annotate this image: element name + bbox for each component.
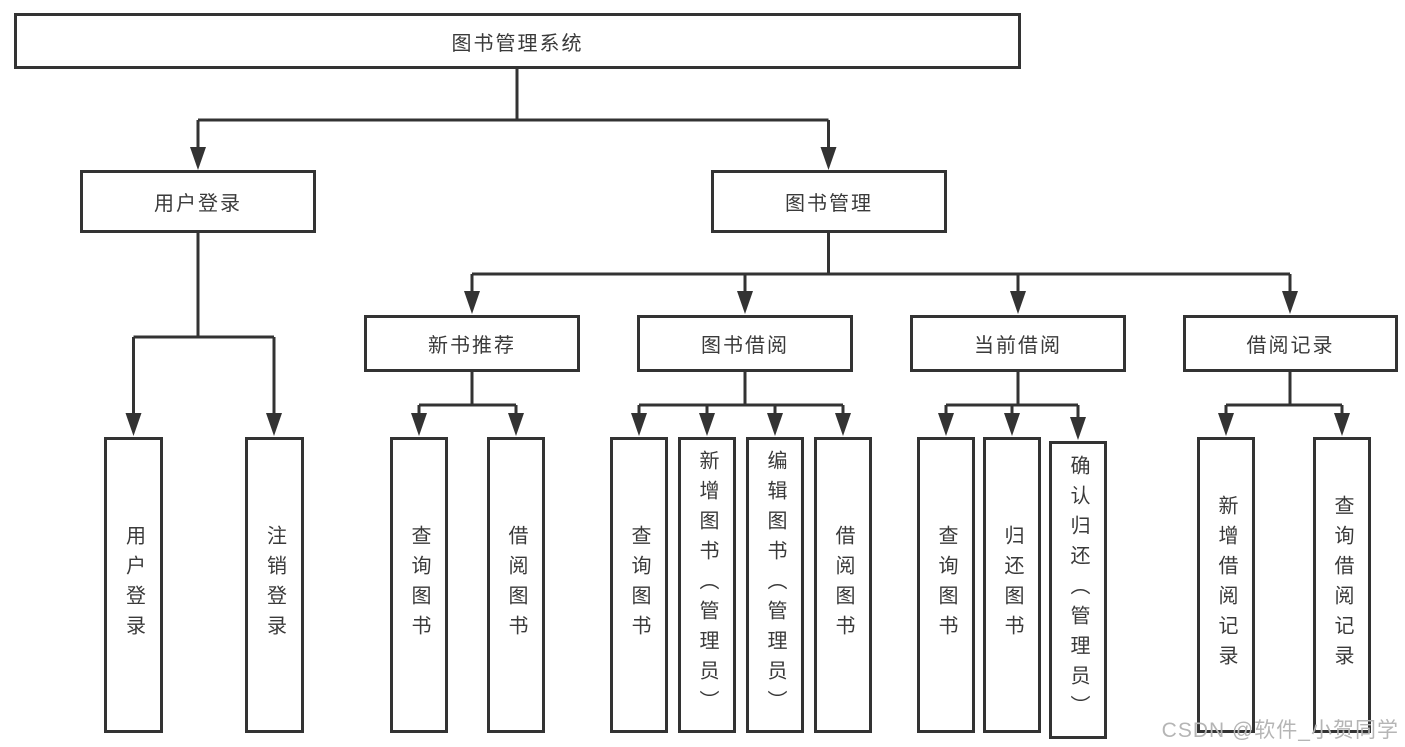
node-book-borrow: 图书借阅	[637, 315, 853, 372]
node-user-login: 用户登录	[80, 170, 316, 233]
leaf-query-books-recommend-label: 查询图书	[408, 525, 430, 645]
leaf-return-book-label: 归还图书	[1001, 525, 1023, 645]
node-current-borrow: 当前借阅	[910, 315, 1126, 372]
leaf-query-books-recommend: 查询图书	[390, 437, 448, 733]
node-book-mgmt: 图书管理	[711, 170, 947, 233]
leaf-borrow-books-recommend: 借阅图书	[487, 437, 545, 733]
leaf-query-borrow-record: 查询借阅记录	[1313, 437, 1371, 733]
node-current-borrow-label: 当前借阅	[974, 335, 1062, 357]
node-user-login-label: 用户登录	[154, 193, 242, 215]
node-borrow-records-label: 借阅记录	[1246, 335, 1335, 357]
leaf-add-borrow-record: 新增借阅记录	[1197, 437, 1255, 733]
leaf-query-books-current: 查询图书	[917, 437, 975, 733]
leaf-add-book-admin: 新增图书（管理员）	[678, 437, 736, 733]
node-book-borrow-label: 图书借阅	[701, 335, 789, 357]
leaf-query-books-borrow-label: 查询图书	[628, 525, 650, 645]
leaf-edit-book-admin: 编辑图书（管理员）	[746, 437, 804, 733]
csdn-watermark: CSDN @软件_小贺同学	[1161, 719, 1399, 742]
leaf-borrow-books-label: 借阅图书	[832, 525, 854, 645]
node-root: 图书管理系统	[14, 13, 1021, 69]
node-borrow-records: 借阅记录	[1183, 315, 1398, 372]
leaf-query-books-current-label: 查询图书	[935, 525, 957, 645]
leaf-user-login-label: 用户登录	[122, 525, 145, 645]
leaf-add-book-admin-label: 新增图书（管理员）	[696, 450, 718, 720]
leaf-confirm-return-admin: 确认归还（管理员）	[1049, 441, 1107, 739]
leaf-borrow-books: 借阅图书	[814, 437, 872, 733]
node-new-book-recommend: 新书推荐	[364, 315, 580, 372]
leaf-add-borrow-record-label: 新增借阅记录	[1215, 495, 1237, 675]
node-root-label: 图书管理系统	[451, 32, 584, 55]
leaf-user-login: 用户登录	[104, 437, 163, 733]
leaf-edit-book-admin-label: 编辑图书（管理员）	[764, 450, 786, 720]
leaf-logout: 注销登录	[245, 437, 304, 733]
leaf-logout-label: 注销登录	[263, 525, 286, 645]
node-book-mgmt-label: 图书管理	[785, 193, 873, 215]
leaf-borrow-books-recommend-label: 借阅图书	[505, 525, 527, 645]
leaf-confirm-return-admin-label: 确认归还（管理员）	[1067, 455, 1089, 725]
node-new-book-recommend-label: 新书推荐	[428, 335, 516, 357]
leaf-query-books-borrow: 查询图书	[610, 437, 668, 733]
leaf-query-borrow-record-label: 查询借阅记录	[1331, 495, 1353, 675]
leaf-return-book: 归还图书	[983, 437, 1041, 733]
